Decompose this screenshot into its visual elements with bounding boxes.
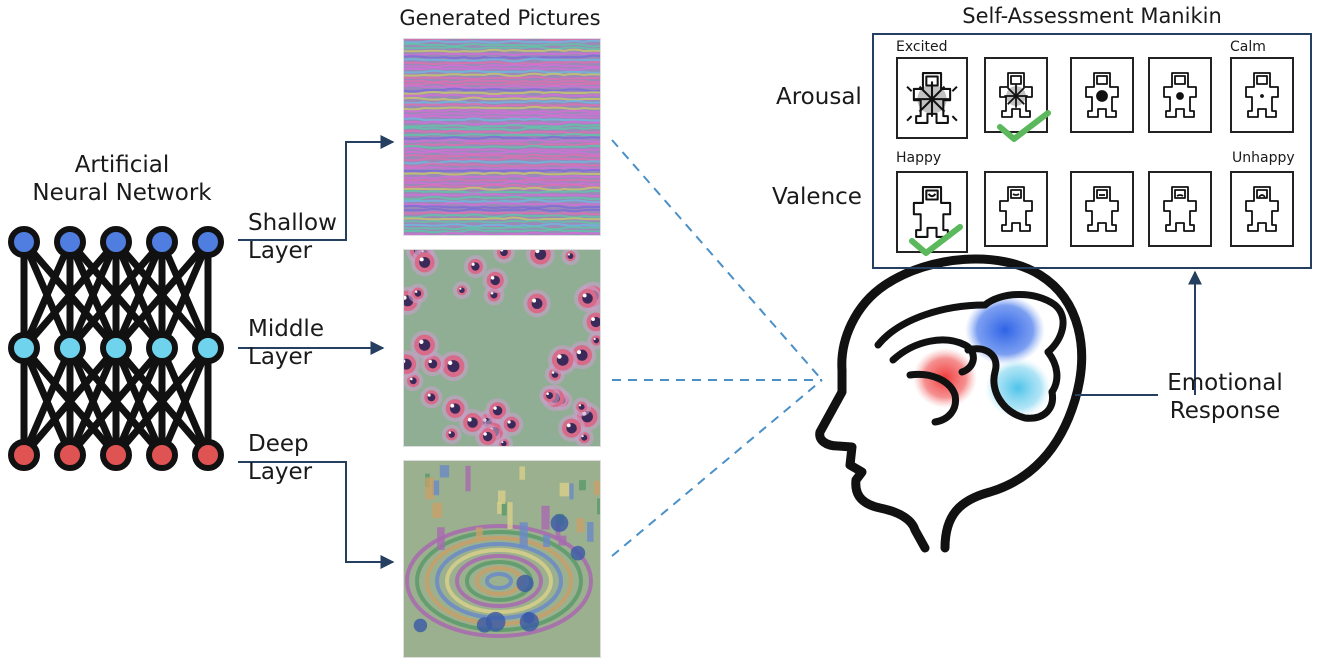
arousal-manikin[interactable] xyxy=(1230,57,1294,133)
checkmark-icon xyxy=(909,224,963,256)
arousal-manikin[interactable] xyxy=(896,57,968,139)
shallow-layer-line2: Layer xyxy=(248,237,313,264)
network-node xyxy=(54,226,86,258)
arousal-manikin[interactable] xyxy=(1070,57,1134,133)
valence-label: Valence xyxy=(772,184,862,210)
head-outline-icon xyxy=(815,254,1087,553)
network-node xyxy=(100,439,132,471)
network-node xyxy=(146,226,178,258)
middle-layer-line2: Layer xyxy=(248,343,313,370)
deep-layer-label: Deep Layer xyxy=(248,431,312,486)
network-node xyxy=(54,332,86,364)
shallow-layer-arrow xyxy=(238,135,395,241)
checkmark-icon xyxy=(997,110,1051,142)
response-line1: Emotional xyxy=(1167,370,1283,396)
arousal-label: Arousal xyxy=(776,84,862,110)
network-node xyxy=(54,439,86,471)
arousal-manikin[interactable] xyxy=(1148,57,1212,133)
arousal-left-label: Excited xyxy=(896,39,948,55)
deep-layer-arrow xyxy=(238,461,395,569)
network-node xyxy=(8,226,40,258)
valence-left-label: Happy xyxy=(896,150,942,166)
shallow-layer-label: Shallow Layer xyxy=(248,210,337,265)
emotional-response-label: Emotional Response xyxy=(1150,370,1300,425)
network-node xyxy=(192,439,224,471)
sam-panel: Excited Calm Happy Unhappy xyxy=(872,33,1312,269)
network-title: Artificial Neural Network xyxy=(12,152,232,207)
pictures-title: Generated Pictures xyxy=(399,6,601,30)
network-node xyxy=(146,332,178,364)
network-node xyxy=(8,439,40,471)
network-node xyxy=(146,439,178,471)
network-node xyxy=(100,332,132,364)
valence-manikin[interactable] xyxy=(1148,171,1212,247)
deep-layer-picture xyxy=(403,460,601,658)
shallow-layer-line1: Shallow xyxy=(248,210,337,236)
network-title-line1: Artificial xyxy=(74,152,170,178)
network-node xyxy=(100,226,132,258)
valence-manikin[interactable] xyxy=(1070,171,1134,247)
dashed-connectors xyxy=(611,139,823,557)
middle-layer-line1: Middle xyxy=(248,316,324,342)
valence-right-label: Unhappy xyxy=(1232,150,1295,166)
network-title-line2: Neural Network xyxy=(32,179,212,206)
shallow-layer-picture xyxy=(403,38,601,236)
network-node xyxy=(192,226,224,258)
middle-layer-picture xyxy=(403,249,601,447)
response-line2: Response xyxy=(1169,397,1281,424)
network-nodes xyxy=(8,226,224,471)
middle-layer-label: Middle Layer xyxy=(248,316,324,371)
network-node xyxy=(8,332,40,364)
deep-layer-line1: Deep xyxy=(248,431,309,457)
valence-manikin[interactable] xyxy=(1230,171,1294,247)
sam-title: Self-Assessment Manikin xyxy=(962,4,1222,28)
valence-manikin[interactable] xyxy=(896,171,968,253)
arousal-manikin[interactable] xyxy=(984,57,1048,133)
network-edges xyxy=(20,238,212,459)
network-node xyxy=(192,332,224,364)
arousal-right-label: Calm xyxy=(1230,39,1266,55)
deep-layer-line2: Layer xyxy=(248,458,313,485)
brain-folds xyxy=(874,291,1067,426)
valence-manikin[interactable] xyxy=(984,171,1048,247)
